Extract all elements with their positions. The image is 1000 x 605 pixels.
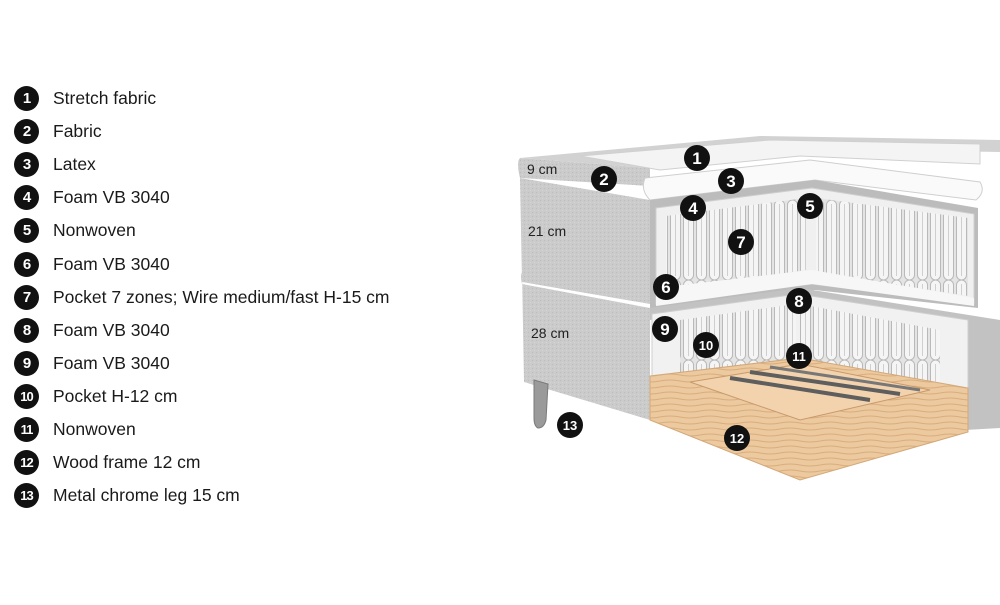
chrome-leg	[533, 379, 549, 429]
svg-text:1: 1	[692, 149, 701, 168]
legend-item: 11 Nonwoven	[14, 413, 484, 446]
svg-text:10: 10	[699, 338, 713, 353]
legend-number-badge: 12	[14, 450, 39, 476]
legend-item: 8 Foam VB 3040	[14, 314, 484, 347]
svg-text:2: 2	[599, 170, 608, 189]
legend-label: Pocket H-12 cm	[53, 385, 178, 406]
legend-item: 5 Nonwoven	[14, 214, 484, 247]
svg-text:9: 9	[660, 320, 669, 339]
legend-label: Wood frame 12 cm	[53, 452, 201, 473]
svg-text:5: 5	[805, 197, 814, 216]
legend-item: 10 Pocket H-12 cm	[14, 380, 484, 413]
callout-9: 9	[652, 316, 678, 342]
callout-2: 2	[591, 166, 617, 192]
legend-label: Pocket 7 zones; Wire medium/fast H-15 cm	[53, 286, 390, 307]
legend-item: 1 Stretch fabric	[14, 82, 484, 115]
bed-cross-section-diagram: 9 cm 21 cm 28 cm 1 2 3 4 5 6 7 8 9 10 11…	[518, 136, 1000, 481]
lower-box-side	[521, 272, 650, 420]
legend-number-badge: 5	[14, 218, 39, 244]
callout-11: 11	[786, 343, 812, 369]
wood-slat	[729, 376, 871, 402]
svg-text:6: 6	[661, 278, 670, 297]
legend-item: 3 Latex	[14, 148, 484, 181]
callout-4: 4	[680, 195, 706, 221]
dimension-label-bottom: 28 cm	[531, 325, 569, 341]
legend-number-badge: 10	[14, 383, 39, 409]
legend-item: 9 Foam VB 3040	[14, 347, 484, 380]
stretch-fabric-top	[579, 139, 981, 171]
legend-number-badge: 1	[14, 86, 39, 112]
dimension-label-middle: 21 cm	[528, 223, 566, 239]
svg-text:12: 12	[730, 431, 744, 446]
upper-foam-bottom	[656, 270, 974, 306]
legend-number-badge: 2	[14, 119, 39, 145]
callout-3: 3	[718, 168, 744, 194]
wood-slat	[769, 365, 921, 392]
upper-box-side	[520, 178, 650, 304]
legend-number-badge: 4	[14, 185, 39, 211]
svg-text:13: 13	[563, 418, 577, 433]
svg-text:8: 8	[794, 292, 803, 311]
legend-label: Foam VB 3040	[53, 319, 170, 340]
legend-label: Nonwoven	[53, 220, 136, 241]
legend-item: 7 Pocket 7 zones; Wire medium/fast H-15 c…	[14, 281, 484, 314]
svg-text:3: 3	[726, 172, 735, 191]
callout-7: 7	[728, 229, 754, 255]
legend-label: Foam VB 3040	[53, 253, 170, 274]
lower-springs	[680, 304, 796, 378]
legend-label: Foam VB 3040	[53, 352, 170, 373]
callout-12: 12	[724, 425, 750, 451]
legend-item: 2 Fabric	[14, 115, 484, 148]
legend-item: 13 Metal chrome leg 15 cm	[14, 479, 484, 512]
svg-text:7: 7	[736, 233, 745, 252]
callout-6: 6	[653, 274, 679, 300]
legend-label: Latex	[53, 154, 96, 175]
lower-springs-right	[800, 304, 940, 382]
legend-number-badge: 8	[14, 317, 39, 343]
upper-springs-right	[816, 198, 968, 296]
svg-text:4: 4	[688, 199, 698, 218]
legend-item: 6 Foam VB 3040	[14, 247, 484, 280]
legend-number-badge: 7	[14, 284, 39, 310]
legend-label: Nonwoven	[53, 418, 136, 439]
callout-8: 8	[786, 288, 812, 314]
legend-item: 12 Wood frame 12 cm	[14, 446, 484, 479]
wood-slat	[749, 370, 901, 396]
legend-label: Fabric	[53, 121, 102, 142]
callout-5: 5	[797, 193, 823, 219]
legend-number-badge: 11	[14, 416, 39, 442]
lower-box	[521, 272, 1000, 481]
legend-label: Metal chrome leg 15 cm	[53, 485, 240, 506]
svg-text:11: 11	[792, 349, 806, 364]
legend-number-badge: 6	[14, 251, 39, 277]
callout-1: 1	[684, 145, 710, 171]
callout-13: 13	[557, 412, 583, 438]
legend-item: 4 Foam VB 3040	[14, 181, 484, 214]
legend-label: Stretch fabric	[53, 88, 157, 109]
legend-number-badge: 9	[14, 350, 39, 376]
dimension-label-top: 9 cm	[527, 161, 557, 177]
callout-10: 10	[693, 332, 719, 358]
legend-number-badge: 13	[14, 483, 39, 509]
legend-number-badge: 3	[14, 152, 39, 178]
legend-label: Foam VB 3040	[53, 187, 170, 208]
